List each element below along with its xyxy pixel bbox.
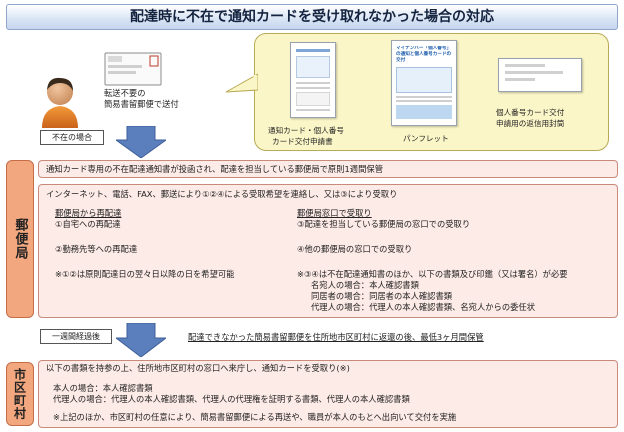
post-office-label: 郵便局 bbox=[12, 218, 28, 260]
counter-heading: 郵便局窓口で受取り bbox=[297, 208, 372, 218]
mailer-caption-line1: 転送不要の bbox=[104, 88, 146, 98]
page-title: 配達時に不在で通知カードを受け取れなかった場合の対応 bbox=[6, 4, 618, 30]
counter-doc-3: 代理人の場合：代理人の本人確認書類、名宛人からの委任状 bbox=[311, 302, 536, 312]
pickup-options-box: インターネット、電話、FAX、郵送により①②④による受取希望を連絡し、又は③によ… bbox=[38, 184, 618, 318]
down-arrow-icon bbox=[116, 323, 166, 357]
application-form-thumbnail bbox=[290, 42, 336, 118]
counter-doc-1: 名宛人の場合：本人確認書類 bbox=[311, 280, 419, 290]
redelivery-item-2: ②勤務先等への再配達 bbox=[55, 244, 138, 254]
counter-doc-2: 同居者の場合：同居者の本人確認書類 bbox=[311, 291, 453, 301]
enclosure-caption-1b: カード交付申請書 bbox=[272, 137, 333, 146]
enclosure-caption-2: パンフレット bbox=[403, 134, 449, 143]
municipality-box: 以下の書類を持参の上、住所地市区町村の窓口へ来庁し、通知カードを受取り(※) 本… bbox=[38, 360, 618, 428]
municipality-label: 市区町村 bbox=[12, 368, 27, 420]
redelivery-item-1: ①自宅への再配達 bbox=[55, 219, 121, 229]
pamphlet-heading: マイナンバー「個人番号」の通知と個人番号カードの交付 bbox=[396, 46, 452, 63]
counter-note: ※③④は不在配達通知書のほか、以下の書類及び印鑑（又は署名）が必要 bbox=[297, 269, 568, 279]
post-office-band: 郵便局 bbox=[6, 160, 34, 318]
enclosure-caption-3a: 個人番号カード交付 bbox=[496, 108, 565, 117]
pamphlet-thumbnail: マイナンバー「個人番号」の通知と個人番号カードの交付 bbox=[391, 40, 457, 126]
callout-pointer bbox=[225, 73, 258, 93]
return-envelope-thumbnail bbox=[498, 58, 582, 92]
municipality-note: ※上記のほか、市区町村の任意により、簡易書留郵便による再送や、職員が本人のもとへ… bbox=[53, 412, 457, 422]
counter-item-4: ④他の郵便局の窓口での受取り bbox=[297, 244, 413, 254]
notice-box: 通知カード専用の不在配達通知書が投函され、配達を担当している郵便局で原則1週間保… bbox=[38, 160, 618, 178]
enclosure-caption-3b: 申請用の返信用封筒 bbox=[496, 119, 565, 128]
notice-line: 通知カード専用の不在配達通知書が投函され、配達を担当している郵便局で原則1週間保… bbox=[46, 164, 383, 174]
person-icon bbox=[42, 77, 78, 128]
redelivery-heading: 郵便局から再配達 bbox=[55, 208, 122, 218]
transition-text: 配達できなかった簡易書留郵便を住所地市区町村に返還の後、最低3ヶ月間保管 bbox=[188, 332, 484, 342]
mailer-caption-line2: 簡易書留郵便で送付 bbox=[104, 99, 179, 109]
counter-item-3: ③配達を担当している郵便局の窓口での受取り bbox=[297, 219, 471, 229]
enclosure-caption-1a: 通知カード・個人番号 bbox=[268, 126, 344, 135]
envelope-icon bbox=[104, 52, 162, 86]
absent-label: 不在の場合 bbox=[40, 130, 104, 145]
municipality-doc-1: 本人の場合：本人確認書類 bbox=[53, 383, 153, 393]
down-arrow-icon bbox=[116, 126, 166, 158]
municipality-intro: 以下の書類を持参の上、住所地市区町村の窓口へ来庁し、通知カードを受取り(※) bbox=[46, 363, 350, 373]
one-week-label: 一週間経過後 bbox=[40, 329, 112, 344]
redelivery-note: ※①②は原則配達日の翌々日以降の日を希望可能 bbox=[55, 269, 235, 279]
municipality-band: 市区町村 bbox=[6, 362, 34, 426]
contact-line: インターネット、電話、FAX、郵送により①②④による受取希望を連絡し、又は③によ… bbox=[46, 189, 398, 199]
municipality-doc-2: 代理人の場合：代理人の本人確認書類、代理人の代理権を証明する書類、代理人の本人確… bbox=[53, 394, 410, 404]
